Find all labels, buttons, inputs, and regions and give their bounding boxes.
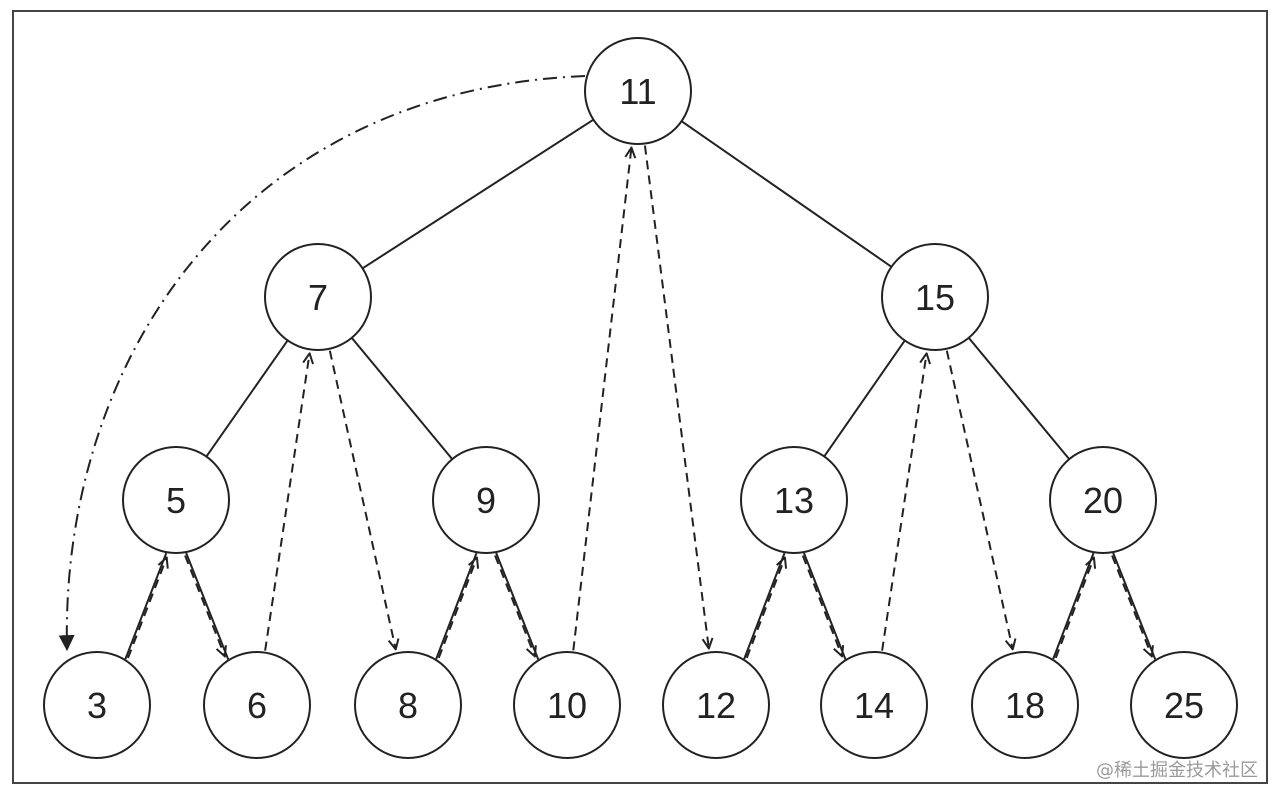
node-circle [881, 243, 989, 351]
tree-node: 20 [1049, 446, 1157, 554]
start-arrow-layer [58, 75, 586, 652]
tree-edge-n7-n9 [351, 337, 453, 460]
tree-edge-n15-n13 [823, 339, 906, 458]
node-circle [122, 446, 230, 554]
tree-node: 12 [662, 651, 770, 759]
tree-node: 5 [122, 446, 230, 554]
tree-node: 3 [43, 651, 151, 759]
node-label: 20 [1083, 480, 1123, 521]
tree-edge-n20-n18 [1052, 552, 1095, 660]
tree-edge-n15-n20 [968, 337, 1070, 460]
node-label: 11 [619, 71, 656, 112]
traversal-arrow-n10-n11 [572, 148, 631, 651]
node-label: 14 [854, 685, 894, 726]
tree-node: 7 [264, 243, 372, 351]
node-circle [432, 446, 540, 554]
tree-node: 6 [203, 651, 311, 759]
traversal-arrow-n15-n18 [945, 350, 1013, 650]
tree-edge-n9-n10 [495, 552, 540, 660]
traversal-arrow-n14-n15 [881, 353, 926, 651]
node-circle [203, 651, 311, 759]
node-label: 8 [398, 685, 418, 726]
start-arrow [58, 75, 586, 652]
node-label: 18 [1005, 685, 1045, 726]
tree-node: 8 [354, 651, 462, 759]
traversal-arrow-n20-n25 [1111, 555, 1152, 657]
watermark: @稀土掘金技术社区 [1096, 760, 1258, 781]
node-circle [740, 446, 848, 554]
tree-node: 14 [820, 651, 928, 759]
traversal-arrow-n3-n5 [127, 558, 167, 659]
tree-edge-n13-n14 [803, 552, 847, 660]
traversal-arrow-n11-n12 [643, 145, 709, 649]
node-circle [43, 651, 151, 759]
tree-edge-n20-n25 [1112, 552, 1157, 660]
node-label: 25 [1164, 685, 1204, 726]
node-circle [971, 651, 1079, 759]
tree-edge-n5-n3 [124, 552, 168, 660]
edges-layer [124, 118, 1157, 660]
node-circle [584, 37, 692, 145]
tree-edge-n11-n15 [680, 120, 893, 268]
nodes-layer: 11 7 15 5 9 13 20 3 6 8 10 12 14 18 25 [43, 37, 1238, 759]
tree-node: 18 [971, 651, 1079, 759]
traversal-arrow-n13-n14 [801, 555, 842, 657]
traversal-arrow-n12-n13 [745, 558, 785, 659]
tree-node: 25 [1130, 651, 1238, 759]
traversal-arrow-n8-n9 [437, 558, 477, 659]
node-label: 3 [87, 685, 107, 726]
traversal-arrow-n18-n20 [1054, 558, 1094, 659]
node-label: 5 [166, 480, 186, 521]
tree-edge-n13-n12 [743, 552, 786, 660]
node-label: 6 [247, 685, 267, 726]
tree-edge-n7-n5 [205, 339, 289, 458]
node-circle [820, 651, 928, 759]
node-circle [1130, 651, 1238, 759]
node-circle [513, 651, 621, 759]
node-circle [1049, 446, 1157, 554]
traversal-arrow-n6-n7 [264, 353, 309, 651]
tree-node: 9 [432, 446, 540, 554]
tree-node: 15 [881, 243, 989, 351]
traversal-arrow-n9-n10 [494, 555, 535, 657]
node-label: 13 [774, 480, 814, 521]
node-label: 15 [915, 277, 955, 318]
tree-edge-n9-n8 [435, 552, 478, 660]
traversal-arrow-n5-n6 [184, 555, 225, 657]
tree-edge-n5-n6 [185, 552, 230, 660]
traversal-arrow-n7-n8 [328, 350, 396, 650]
node-label: 12 [696, 685, 736, 726]
node-circle [354, 651, 462, 759]
tree-edge-n11-n7 [362, 118, 594, 270]
tree-node: 11 [584, 37, 692, 145]
node-label: 7 [308, 277, 328, 318]
tree-node: 13 [740, 446, 848, 554]
tree-node: 10 [513, 651, 621, 759]
node-label: 9 [476, 480, 496, 521]
node-circle [662, 651, 770, 759]
traversal-layer [127, 145, 1152, 659]
node-label: 10 [547, 685, 587, 726]
node-circle [264, 243, 372, 351]
